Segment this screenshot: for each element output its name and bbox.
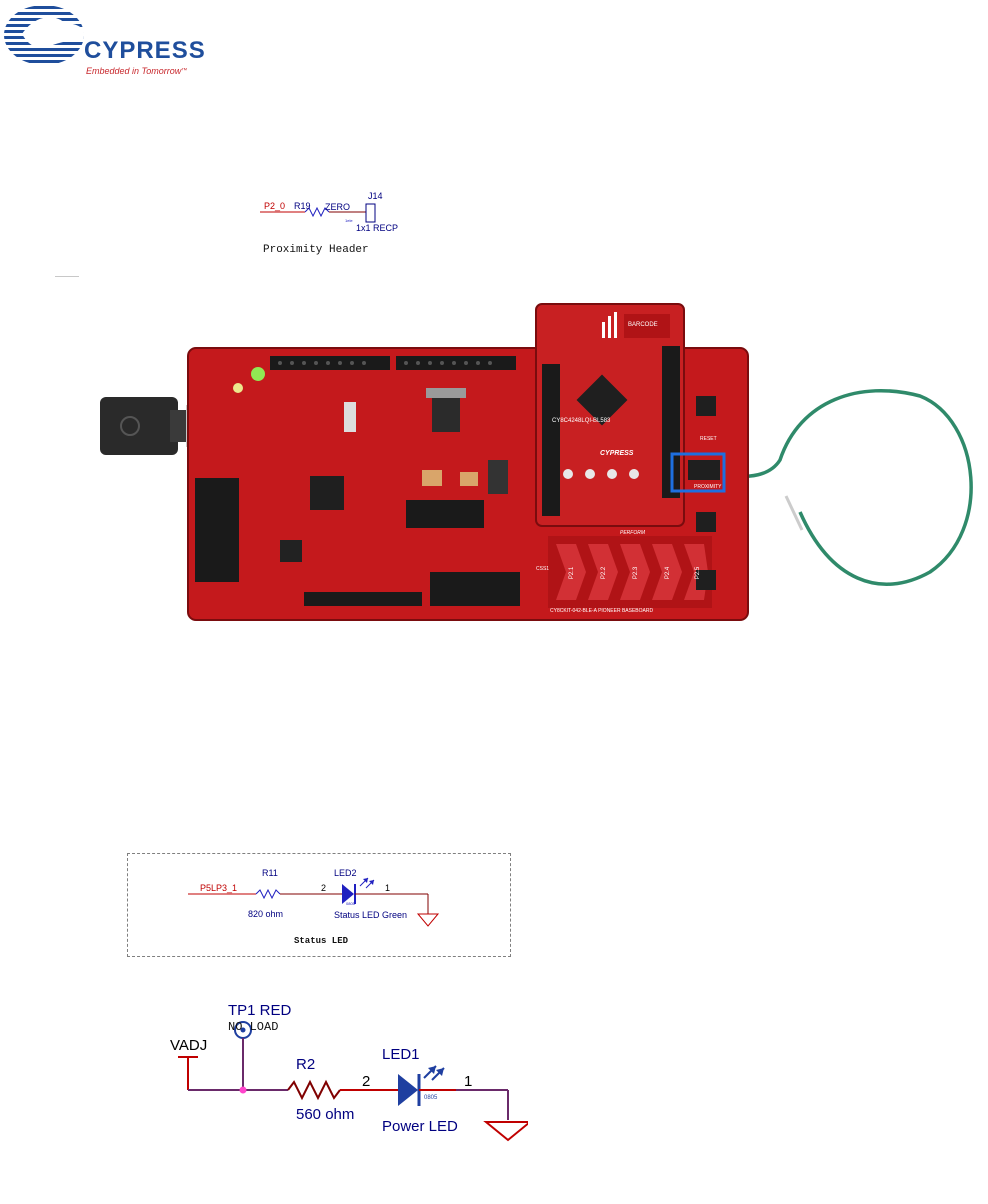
power-pin-left: 2 [362,1073,371,1090]
power-led-drawing [178,1021,528,1142]
proximity-schematic: 1ele P2_0 R19 ZERO J14 1x1 RECP Proximit… [255,188,415,264]
silk-cypress: CYPRESS [600,450,634,457]
power-resistor-value: 560 ohm [296,1106,355,1123]
power-led-schematic: TP1 RED NO LOAD VADJ R2 560 ohm 2 1 LED1… [168,1000,528,1150]
power-resistor-ref: R2 [296,1056,316,1073]
csx-pad-label: P2.3 [633,566,640,580]
scan-artifact [55,276,79,277]
status-led-schematic: P5LP3_1 R11 820 ohm LED2 Status LED Gree… [127,853,511,957]
power-led-ref: LED1 [382,1046,420,1063]
status-led-ref: LED2 [334,868,357,878]
status-resistor-value: 820 ohm [248,909,284,919]
status-pin-left: 2 [321,883,327,893]
csx-pad-label: P2.5 [695,566,702,580]
proximity-net-label: P2_0 [264,201,286,211]
silk-proximity: PROXIMITY [694,484,722,490]
proximity-schematic-drawing: 1ele [260,203,376,223]
logo-tagline: Embedded in Tomorrow™ [86,66,187,76]
silk-perform: PERFORM [620,530,645,536]
power-rail-label: VADJ [170,1037,208,1054]
status-pin-right: 1 [385,883,391,893]
silk-css1: CSS1 [536,566,550,572]
silk-reset: RESET [700,436,717,442]
power-led-value: Power LED [382,1118,458,1135]
power-testpoint-note: NO LOAD [228,1020,279,1034]
logo-wordmark: CYPRESS [84,37,206,64]
csx-pad-label: P2.2 [601,566,608,580]
board-photo: CY8C4248LQI-BL583 BARCODE PERFORM CYPRES… [100,300,980,630]
status-resistor-ref: R11 [262,868,278,878]
proximity-coil-wire [723,388,973,586]
csx-pad-label: P2.4 [665,566,672,580]
power-testpoint-ref: TP1 RED [228,1002,292,1019]
proximity-connector-value: 1x1 RECP [356,223,399,233]
status-led-package: 0805 [346,901,355,906]
silk-baseboard-name: CY8CKIT-042-BLE-A PIONEER BASEBOARD [550,608,654,614]
csx-pad-label: P2.1 [569,566,576,580]
cypress-logo: CYPRESS Embedded in Tomorrow™ [4,4,205,80]
status-led-value: Status LED Green [334,910,408,920]
silk-barcode: BARCODE [628,322,658,328]
status-led-drawing [188,877,440,927]
status-net-label: P5LP3_1 [200,883,238,893]
cypress-tree-icon [4,5,88,65]
silk-mcu-part: CY8C4248LQI-BL583 [552,418,611,424]
logo-trademark: ™ [181,68,188,74]
proximity-connector-ref: J14 [368,191,383,201]
pioneer-board-illustration [100,303,973,621]
power-led-package: 0805 [424,1095,438,1101]
proximity-caption: Proximity Header [263,244,369,256]
svg-text:1ele: 1ele [345,218,353,223]
proximity-resistor-value: ZERO [325,202,351,212]
proximity-resistor-ref: R19 [294,201,311,211]
status-caption: Status LED [294,936,349,946]
power-pin-right: 1 [464,1073,473,1090]
logo-tagline-text: Embedded in Tomorrow [86,66,182,76]
